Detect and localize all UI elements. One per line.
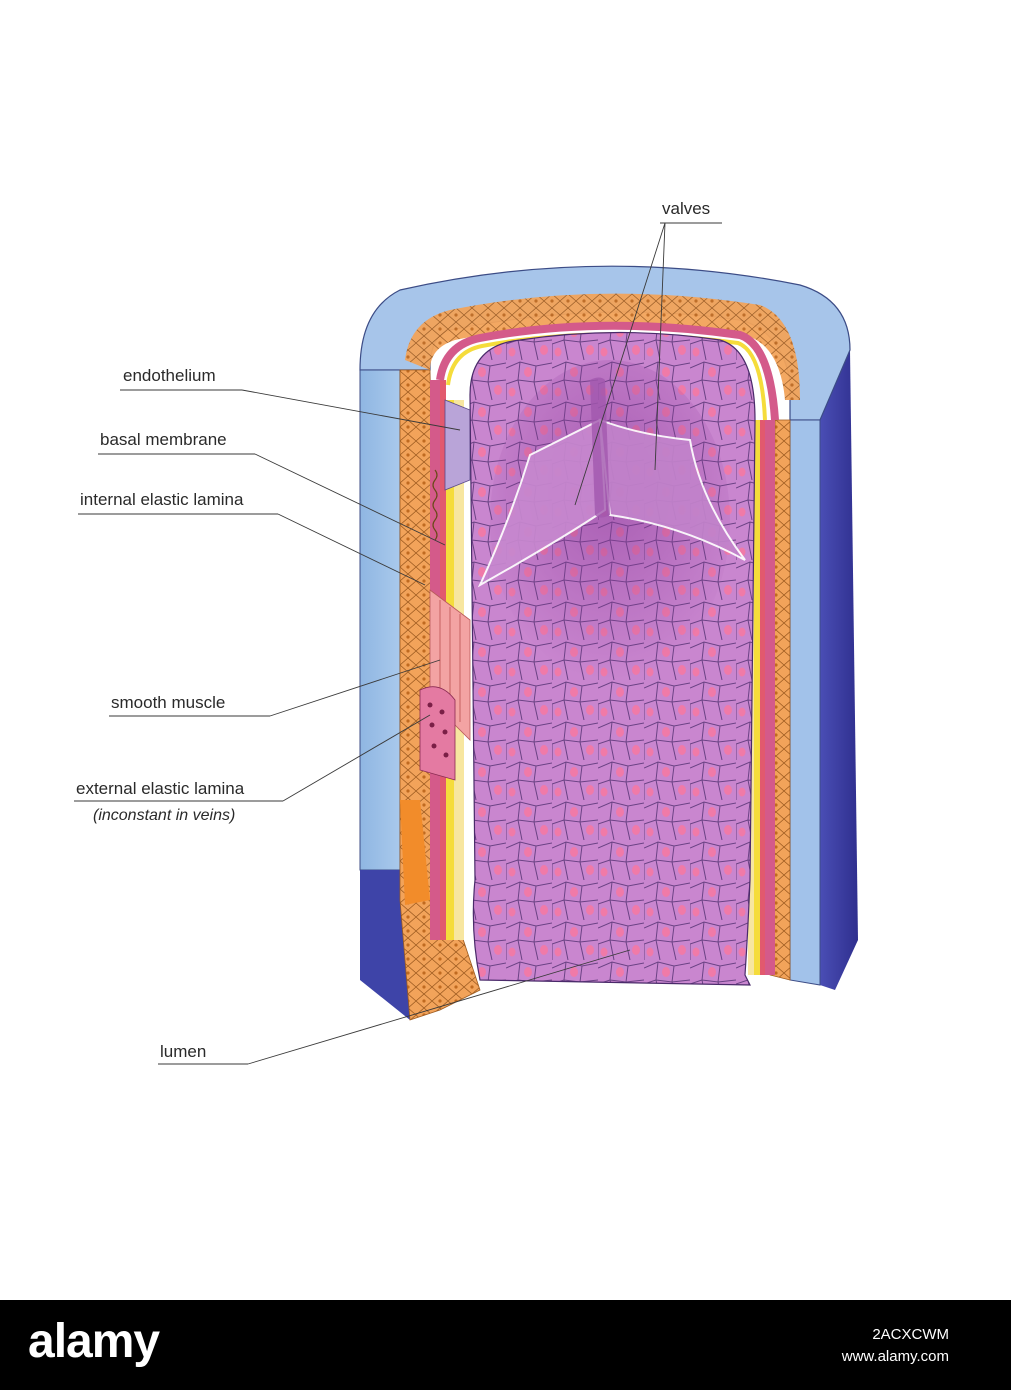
outer-wall-right-side — [820, 350, 858, 990]
vein-cross-section-diagram: valves endothelium basal membrane intern… — [74, 199, 858, 1065]
label-internal-elastic-lamina-text: internal elastic lamina — [80, 490, 244, 509]
adventitia-orange-block — [400, 800, 430, 905]
outer-wall-left-bottom — [360, 870, 410, 1020]
vein-wall — [359, 265, 858, 1021]
valve-right-flap — [598, 418, 746, 561]
label-external-elastic-lamina-text: external elastic lamina — [76, 779, 245, 798]
leader-external-elastic-lamina — [282, 714, 431, 802]
leader-lumen — [247, 949, 631, 1065]
label-external-note: (inconstant in veins) — [93, 807, 235, 824]
brand-logo: alamy — [28, 1315, 160, 1368]
leader-valves — [574, 222, 666, 506]
leader-smooth-muscle — [269, 659, 441, 717]
stock-footer-bar: alamy 2ACXCWM www.alamy.com — [0, 1300, 1011, 1390]
image-id-block: 2ACXCWM www.alamy.com — [842, 1324, 949, 1368]
outer-wall-left-face — [359, 369, 401, 871]
external-elastic-patch — [419, 686, 456, 781]
leader-endothelium — [241, 389, 461, 431]
label-valves-text: valves — [662, 199, 710, 218]
outer-wall-right-face — [789, 419, 821, 986]
label-valves: valves — [574, 199, 722, 506]
adventitia-top — [405, 293, 800, 400]
media-top-bands — [436, 321, 779, 421]
media-right-pink — [765, 420, 775, 975]
label-lumen-text: lumen — [160, 1042, 206, 1061]
label-smooth-muscle-text: smooth muscle — [111, 693, 225, 712]
lumen-surface — [469, 331, 756, 986]
leader-internal-elastic-lamina — [277, 513, 426, 586]
label-lumen: lumen — [158, 949, 631, 1065]
media-right-yellow — [754, 420, 760, 975]
label-internal-elastic-lamina: internal elastic lamina — [78, 490, 426, 586]
valve-left-flap — [477, 418, 607, 588]
valve-cusp — [590, 377, 610, 518]
label-basal-membrane: basal membrane — [98, 430, 446, 546]
image-id: 2ACXCWM — [872, 1326, 949, 1343]
media-right-red-stripe — [760, 420, 765, 975]
site-url: www.alamy.com — [841, 1348, 949, 1365]
wavy-elastic-line — [432, 469, 438, 541]
label-external-elastic-lamina: external elastic lamina (inconstant in v… — [74, 714, 431, 824]
endothelium-cutaway-patch — [444, 399, 471, 491]
leader-basal-membrane — [254, 453, 446, 546]
label-endothelium-text: endothelium — [123, 366, 216, 385]
label-endothelium: endothelium — [120, 366, 461, 431]
fenestrations — [427, 702, 449, 758]
label-smooth-muscle: smooth muscle — [109, 659, 441, 717]
label-basal-membrane-text: basal membrane — [100, 430, 227, 449]
